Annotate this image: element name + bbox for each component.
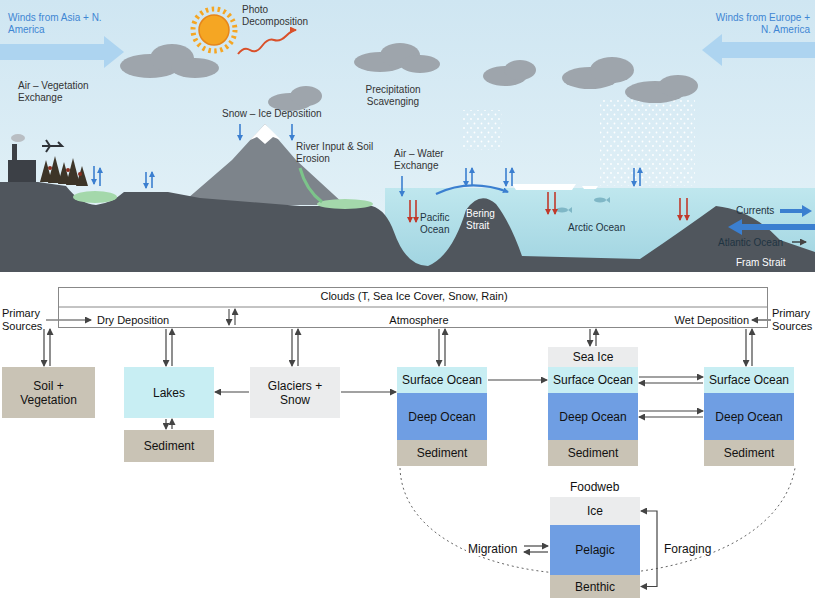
- wind-label: Winds from Europe + N. America: [706, 12, 810, 36]
- foodweb-pelagic-box: Pelagic: [550, 525, 640, 575]
- process-label: Migration: [466, 542, 519, 556]
- glacier-box: Glaciers + Snow: [250, 367, 340, 418]
- deep-ocean-box: Deep Ocean: [397, 393, 487, 440]
- flux-arrow: [341, 392, 396, 393]
- group-label: Foodweb: [570, 480, 619, 494]
- current-label: Currents: [736, 205, 774, 217]
- surface-ocean-box: Surface Ocean: [548, 367, 638, 393]
- box-label: Surface Ocean: [550, 373, 636, 387]
- process-label: Precipitation Scavenging: [352, 84, 434, 108]
- soil-box: Soil + Vegetation: [2, 367, 95, 418]
- wind-label: Winds from Asia + N. America: [8, 12, 112, 36]
- flux-arrow: [439, 329, 445, 366]
- box-label: Pelagic: [572, 543, 617, 557]
- box-label: Sediment: [721, 446, 778, 460]
- box-label: Surface Ocean: [399, 373, 485, 387]
- edge-label: Foraging: [662, 542, 713, 556]
- box-label: Glaciers + Snow: [250, 379, 340, 407]
- process-label: River Input & Soil Erosion: [296, 141, 380, 165]
- box-label: Deep Ocean: [405, 410, 478, 424]
- process-label: Air – Water Exchange: [394, 148, 460, 172]
- foodweb-benthic-box: Benthic: [550, 575, 640, 598]
- source-label: Primary Sources: [772, 307, 814, 333]
- atmosphere-band: Clouds (T, Sea Ice Cover, Snow, Rain) Dry…: [58, 287, 768, 328]
- flux-arrow: [292, 329, 298, 366]
- flux-arrow: [44, 329, 50, 366]
- foodweb-ice-box: Ice: [550, 497, 640, 525]
- box-label: Sediment: [565, 446, 622, 460]
- flux-arrow: [215, 392, 249, 393]
- process-label: Snow – Ice Deposition: [222, 108, 322, 120]
- flux-arrow: [639, 411, 703, 417]
- box-label: Clouds (T, Sea Ice Cover, Snow, Rain): [59, 290, 769, 303]
- place-name: Pacific Ocean: [420, 212, 462, 236]
- box-label: Deep Ocean: [712, 410, 785, 424]
- place-name: Fram Strait: [736, 257, 785, 269]
- flux-arrow: [166, 419, 172, 429]
- deep-ocean-box: Deep Ocean: [548, 393, 638, 440]
- surface-ocean-box: Surface Ocean: [397, 367, 487, 393]
- box-label: Sea Ice: [570, 350, 617, 364]
- lake-box: Lakes: [124, 367, 214, 418]
- source-label: Primary Sources: [2, 307, 46, 333]
- box-label: Sediment: [141, 439, 198, 453]
- box-label: Wet Deposition: [675, 314, 749, 327]
- box-label: Deep Ocean: [556, 410, 629, 424]
- sea-ice-box: Sea Ice: [548, 347, 638, 367]
- process-label: Photo Decomposition: [242, 4, 322, 28]
- sediment-box: Sediment: [124, 430, 214, 462]
- place-name: Atlantic Ocean: [718, 237, 783, 249]
- flux-arrow: [590, 329, 596, 346]
- deep-ocean-box: Deep Ocean: [704, 393, 794, 440]
- place-name: Arctic Ocean: [568, 222, 625, 234]
- place-name: Bering Strait: [466, 208, 512, 232]
- box-label: Soil + Vegetation: [2, 379, 95, 407]
- box-label: Lakes: [150, 386, 188, 400]
- box-label: Dry Deposition: [97, 314, 169, 327]
- box-label: Atmosphere: [379, 314, 459, 327]
- flux-arrow: [746, 329, 752, 366]
- box-label: Surface Ocean: [706, 373, 792, 387]
- flux-arrow: [639, 377, 703, 383]
- sediment-box: Sediment: [397, 440, 487, 466]
- surface-ocean-box: Surface Ocean: [704, 367, 794, 393]
- sediment-box: Sediment: [704, 440, 794, 466]
- process-label: Air – Vegetation Exchange: [18, 80, 110, 104]
- flux-arrow: [166, 329, 172, 366]
- sediment-box: Sediment: [548, 440, 638, 466]
- flux-arrow: [488, 380, 547, 381]
- box-label: Benthic: [572, 580, 618, 594]
- box-label: Sediment: [414, 446, 471, 460]
- box-label: Ice: [584, 504, 606, 518]
- flux-arrow: [641, 511, 657, 587]
